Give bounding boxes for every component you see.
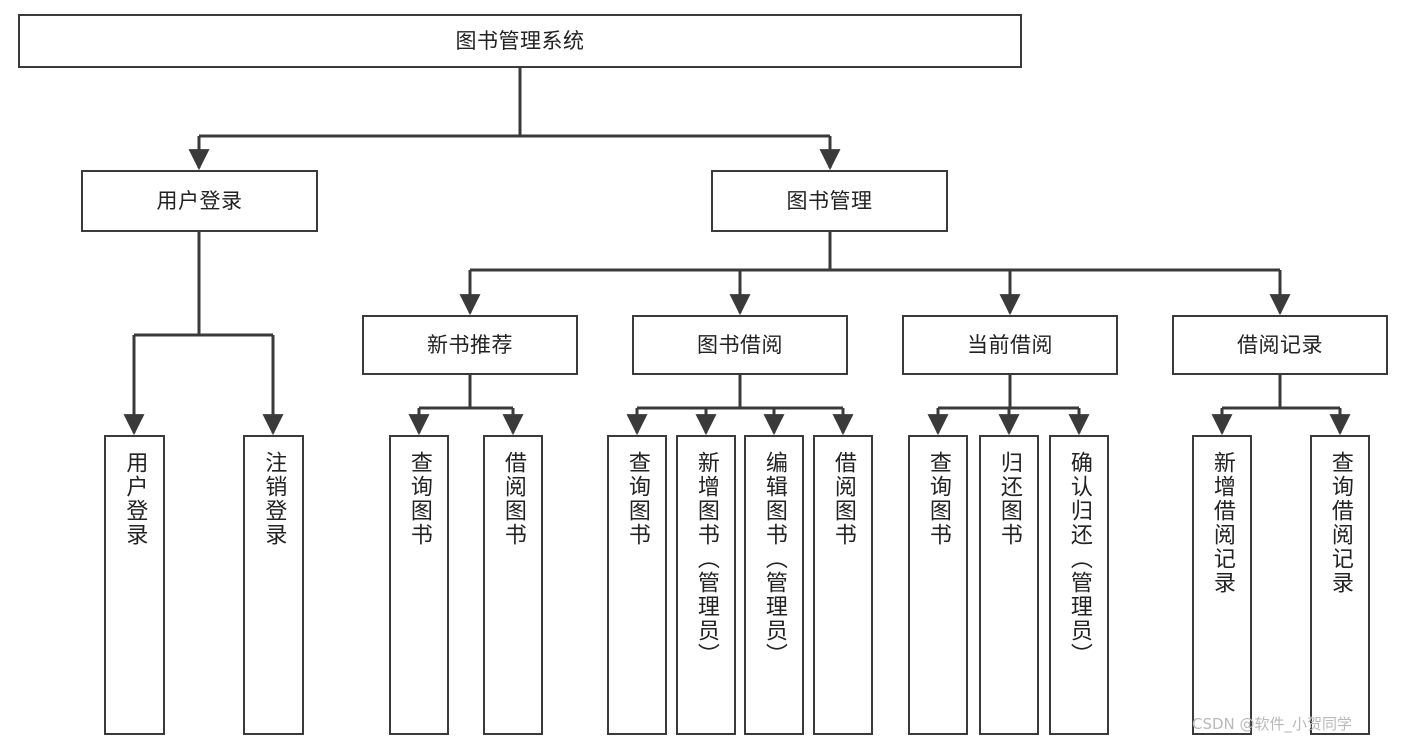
node-leaf-query-book-1-label: 查询图书 — [406, 451, 432, 547]
node-book-management[interactable]: 图书管理 — [711, 170, 948, 232]
node-leaf-borrow-book-2-label: 借阅图书 — [830, 451, 856, 547]
node-leaf-borrow-book-1-label: 借阅图书 — [500, 451, 526, 547]
node-leaf-user-login-label: 用户登录 — [122, 451, 148, 547]
node-leaf-add-borrow-record[interactable]: 新增借阅记录 — [1192, 435, 1252, 735]
node-leaf-user-login[interactable]: 用户登录 — [104, 435, 165, 735]
node-leaf-edit-book-admin[interactable]: 编辑图书（管理员） — [744, 435, 804, 735]
node-leaf-query-book-2-label: 查询图书 — [624, 451, 650, 547]
node-book-management-label: 图书管理 — [786, 188, 873, 213]
node-leaf-borrow-book-2[interactable]: 借阅图书 — [813, 435, 873, 735]
node-leaf-edit-book-admin-label: 编辑图书（管理员） — [761, 451, 787, 667]
node-leaf-confirm-return-admin-label: 确认归还（管理员） — [1066, 451, 1092, 667]
node-borrow-record[interactable]: 借阅记录 — [1172, 315, 1388, 375]
node-leaf-query-borrow-record-label: 查询借阅记录 — [1327, 451, 1353, 595]
node-leaf-add-borrow-record-label: 新增借阅记录 — [1209, 451, 1235, 595]
node-borrow-record-label: 借阅记录 — [1237, 332, 1323, 357]
csdn-watermark: CSDN @软件_小贺同学 — [1192, 715, 1353, 733]
node-root[interactable]: 图书管理系统 — [18, 14, 1022, 68]
node-leaf-confirm-return-admin[interactable]: 确认归还（管理员） — [1049, 435, 1109, 735]
node-new-book-recommend[interactable]: 新书推荐 — [362, 315, 578, 375]
node-leaf-query-book-2[interactable]: 查询图书 — [607, 435, 667, 735]
node-current-borrow[interactable]: 当前借阅 — [902, 315, 1118, 375]
node-leaf-logout-login[interactable]: 注销登录 — [243, 435, 304, 735]
node-leaf-logout-login-label: 注销登录 — [261, 451, 287, 547]
node-current-borrow-label: 当前借阅 — [967, 332, 1053, 357]
node-new-book-recommend-label: 新书推荐 — [427, 332, 513, 357]
node-leaf-query-book-1[interactable]: 查询图书 — [389, 435, 449, 735]
node-leaf-return-book-label: 归还图书 — [996, 451, 1022, 547]
node-book-borrow-label: 图书借阅 — [697, 332, 783, 357]
node-leaf-query-book-3[interactable]: 查询图书 — [908, 435, 968, 735]
node-leaf-add-book-admin[interactable]: 新增图书（管理员） — [676, 435, 736, 735]
node-leaf-query-book-3-label: 查询图书 — [925, 451, 951, 547]
node-book-borrow[interactable]: 图书借阅 — [632, 315, 848, 375]
node-user-login[interactable]: 用户登录 — [81, 170, 318, 232]
node-leaf-return-book[interactable]: 归还图书 — [979, 435, 1039, 735]
node-user-login-label: 用户登录 — [156, 188, 243, 213]
node-root-label: 图书管理系统 — [455, 28, 585, 53]
node-leaf-borrow-book-1[interactable]: 借阅图书 — [483, 435, 543, 735]
node-leaf-add-book-admin-label: 新增图书（管理员） — [693, 451, 719, 667]
node-leaf-query-borrow-record[interactable]: 查询借阅记录 — [1310, 435, 1370, 735]
